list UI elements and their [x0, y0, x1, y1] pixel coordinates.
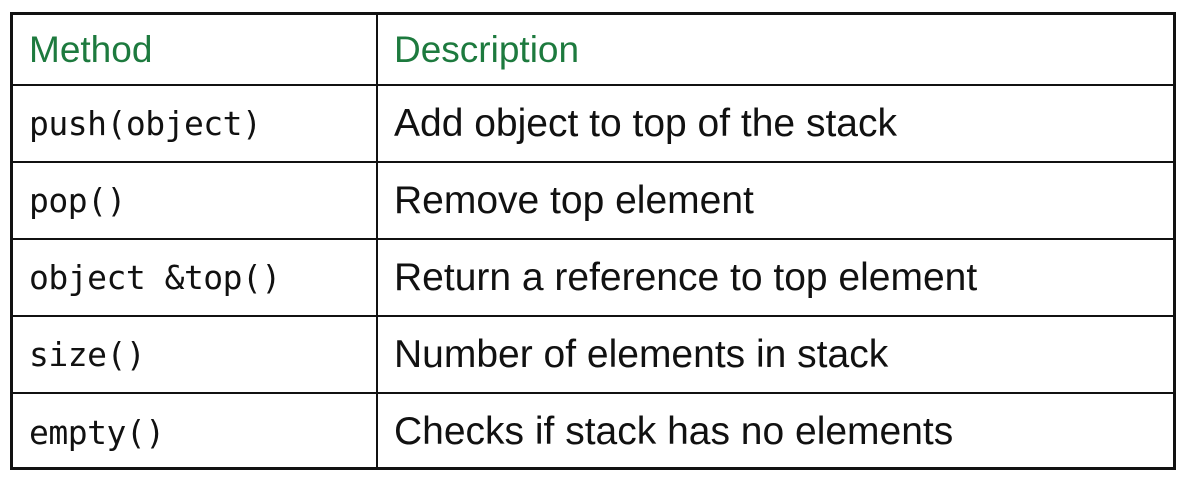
table-row: pop() Remove top element [13, 161, 1173, 240]
header-description: Description [376, 15, 1173, 86]
table-row: size() Number of elements in stack [13, 315, 1173, 394]
table-row: push(object) Add object to top of the st… [13, 84, 1173, 163]
table-row: object &top() Return a reference to top … [13, 238, 1173, 317]
table-row: empty() Checks if stack has no elements [13, 392, 1173, 470]
table-header-row: Method Description [13, 15, 1173, 86]
stack-methods-table-container: Method Description push(object) Add obje… [10, 12, 1176, 470]
description-cell: Add object to top of the stack [376, 84, 1173, 163]
header-method: Method [13, 15, 378, 86]
method-cell: empty() [13, 392, 378, 470]
method-cell: size() [13, 315, 378, 394]
description-cell: Checks if stack has no elements [376, 392, 1173, 470]
method-cell: push(object) [13, 84, 378, 163]
description-cell: Return a reference to top element [376, 238, 1173, 317]
method-cell: object &top() [13, 238, 378, 317]
description-cell: Remove top element [376, 161, 1173, 240]
method-cell: pop() [13, 161, 378, 240]
description-cell: Number of elements in stack [376, 315, 1173, 394]
stack-methods-table: Method Description push(object) Add obje… [13, 15, 1173, 470]
